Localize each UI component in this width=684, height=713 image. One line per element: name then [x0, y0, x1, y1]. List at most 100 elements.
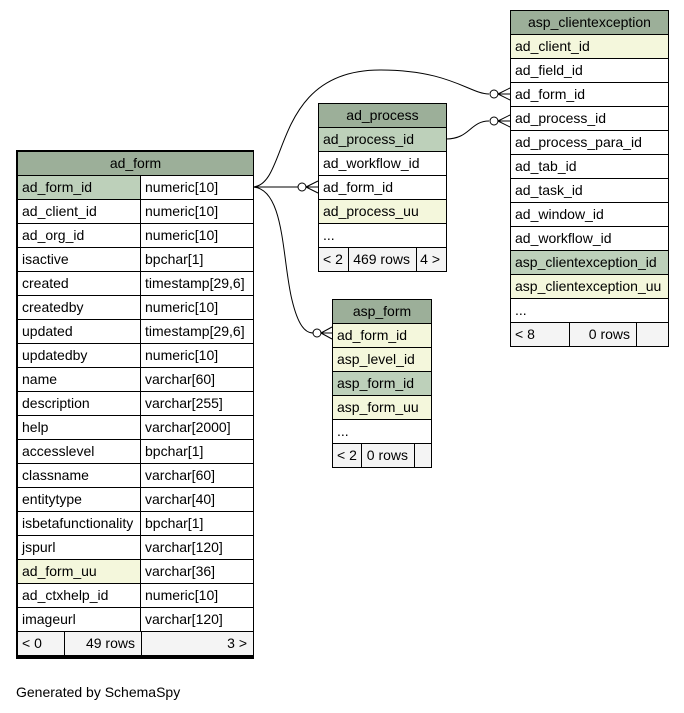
column-name: description: [18, 392, 140, 415]
column-type: varchar[120]: [141, 608, 253, 631]
table-row[interactable]: ad_workflow_id: [511, 227, 668, 250]
row-count: 469 rows: [349, 248, 416, 271]
column-name: accesslevel: [18, 440, 140, 463]
table-header: ad_form: [18, 152, 253, 175]
column-name: ad_ctxhelp_id: [18, 584, 140, 607]
edge-end-optional-1: [297, 182, 307, 192]
column-name: ad_org_id: [18, 224, 140, 247]
column-name: created: [18, 272, 140, 295]
table-header: asp_clientexception: [511, 11, 668, 34]
table-row[interactable]: asp_form_id: [333, 372, 431, 395]
children-count[interactable]: 3 >: [142, 632, 253, 655]
table-row[interactable]: ad_task_id: [511, 179, 668, 202]
column-type: numeric[10]: [141, 584, 253, 607]
column-name: imageurl: [18, 608, 140, 631]
table-row[interactable]: ad_field_id: [511, 59, 668, 82]
column-type: numeric[10]: [141, 200, 253, 223]
column-name: ad_process_id: [319, 128, 446, 151]
row-count: 0 rows: [362, 444, 414, 467]
table-row[interactable]: ad_window_id: [511, 203, 668, 226]
column-name: ad_process_uu: [319, 200, 446, 223]
column-name: createdby: [18, 296, 140, 319]
edge-adprocess-aspce: [445, 120, 490, 140]
column-name: ...: [511, 299, 668, 322]
children-count[interactable]: [637, 323, 668, 346]
column-name: ad_form_id: [319, 176, 446, 199]
column-name: ad_form_id: [333, 324, 431, 347]
column-name: help: [18, 416, 140, 439]
column-name: ad_form_id: [511, 83, 668, 106]
children-count[interactable]: 4 >: [417, 248, 446, 271]
table-row[interactable]: ad_form_id: [333, 324, 431, 347]
column-name: ...: [333, 420, 431, 443]
column-name: ad_window_id: [511, 203, 668, 226]
table-row[interactable]: asp_form_uu: [333, 396, 431, 419]
parents-count[interactable]: < 0: [18, 632, 64, 655]
table-row[interactable]: ad_process_id: [319, 128, 446, 151]
table-row[interactable]: ad_workflow_id: [319, 152, 446, 175]
table-row[interactable]: ad_process_para_id: [511, 131, 668, 154]
column-name: asp_level_id: [333, 348, 431, 371]
table-title: ad_process: [319, 104, 446, 127]
table-row[interactable]: ...: [333, 420, 431, 443]
table-row[interactable]: asp_clientexception_uu: [511, 275, 668, 298]
table-title: ad_form: [18, 152, 253, 175]
column-type: varchar[40]: [141, 488, 253, 511]
table-row[interactable]: ad_process_id: [511, 107, 668, 130]
parents-count[interactable]: < 8: [511, 323, 569, 346]
column-type: numeric[10]: [141, 296, 253, 319]
column-name: ad_tab_id: [511, 155, 668, 178]
table-row[interactable]: ad_tab_id: [511, 155, 668, 178]
row-count: 49 rows: [65, 632, 141, 655]
column-name: ad_client_id: [18, 200, 140, 223]
column-name: ad_form_uu: [18, 560, 140, 583]
column-type: varchar[60]: [141, 368, 253, 391]
table-title: asp_clientexception: [511, 11, 668, 34]
column-name: isbetafunctionality: [18, 512, 140, 535]
edge-adform-aspce: [251, 69, 490, 188]
parents-count[interactable]: < 2: [333, 444, 361, 467]
column-type: varchar[2000]: [141, 416, 253, 439]
table-row[interactable]: ...: [511, 299, 668, 322]
table-row[interactable]: ad_form_id: [319, 176, 446, 199]
table-row[interactable]: ad_client_id: [511, 35, 668, 58]
column-type: numeric[10]: [141, 224, 253, 247]
table-row[interactable]: ad_form_id: [511, 83, 668, 106]
table-row[interactable]: ...: [319, 224, 446, 247]
table-row[interactable]: asp_clientexception_id: [511, 251, 668, 274]
children-count[interactable]: [415, 444, 431, 467]
column-name: classname: [18, 464, 140, 487]
table-row[interactable]: asp_level_id: [333, 348, 431, 371]
column-type: bpchar[1]: [141, 440, 253, 463]
table-row[interactable]: ad_process_uu: [319, 200, 446, 223]
column-name: isactive: [18, 248, 140, 271]
column-name: ad_field_id: [511, 59, 668, 82]
parents-count[interactable]: < 2: [319, 248, 348, 271]
edge-end-optional-3: [489, 89, 499, 99]
